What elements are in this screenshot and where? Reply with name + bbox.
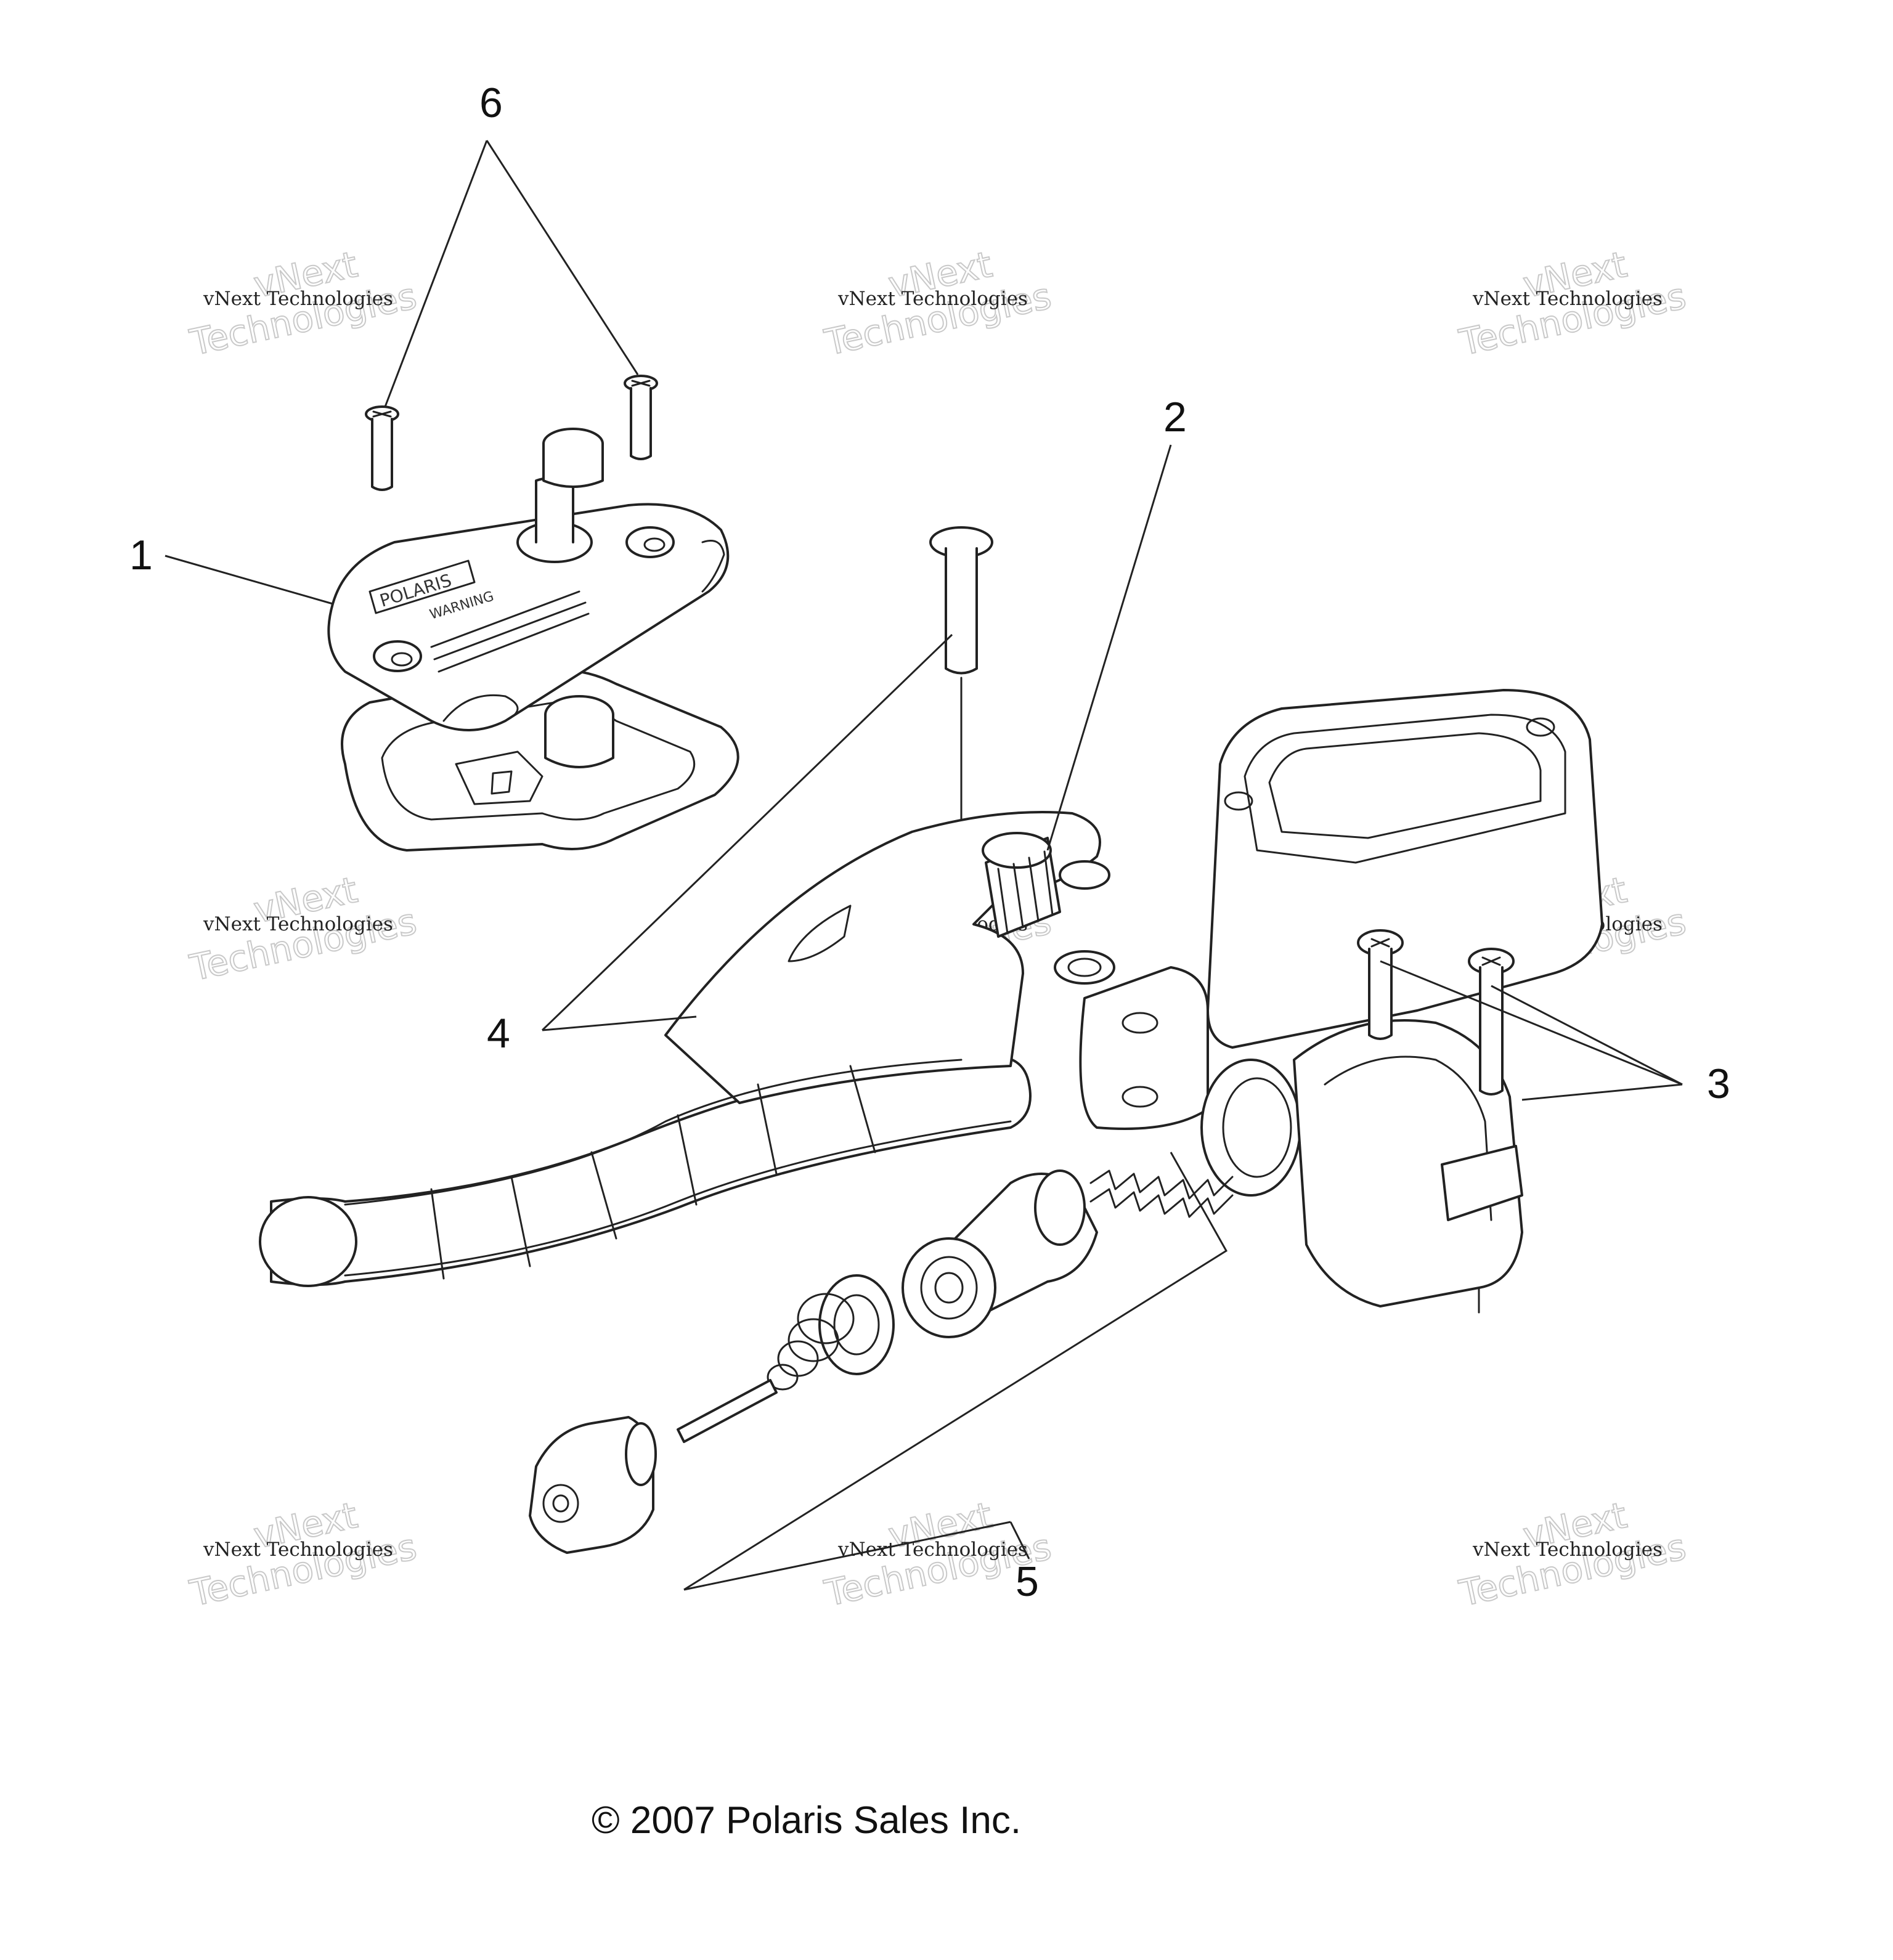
svg-text:vNext Technologies: vNext Technologies — [203, 913, 393, 935]
watermark: Technologies vNext vNext Technologies — [820, 243, 1056, 364]
callout-3: 3 — [1707, 1060, 1730, 1107]
brake-lever — [259, 811, 1115, 1287]
callout-4: 4 — [487, 1010, 510, 1057]
piston-kit — [529, 1169, 1234, 1554]
svg-text:vNext Technologies: vNext Technologies — [203, 288, 393, 310]
watermark: Technologies vNext vNext Technologies — [1455, 1494, 1690, 1615]
watermark: Technologies vNext vNext Technologies — [1455, 243, 1690, 364]
svg-text:vNext Technologies: vNext Technologies — [1472, 288, 1663, 310]
cap-screw-right — [624, 375, 658, 460]
watermark: Technologies vNext vNext Technologies — [185, 243, 421, 364]
callout-6: 6 — [479, 79, 503, 126]
pivot-pin — [929, 526, 993, 827]
reservoir-cap — [327, 503, 730, 731]
leader-lines — [165, 140, 1683, 1591]
copyright-notice: © 2007 Polaris Sales Inc. — [592, 1799, 1021, 1842]
watermark: Technologies vNext vNext Technologies — [185, 868, 421, 990]
adjuster-knob — [982, 832, 1061, 938]
callout-5: 5 — [1016, 1558, 1039, 1605]
master-cylinder-body — [1079, 689, 1603, 1314]
cap-screws — [365, 375, 658, 491]
svg-text:vNext Technologies: vNext Technologies — [837, 288, 1028, 310]
svg-text:vNext Technologies: vNext Technologies — [1472, 1539, 1663, 1561]
cap-screw-left — [365, 405, 399, 491]
reservoir-cap-assembly: POLARIS WARNING — [327, 428, 739, 852]
svg-text:vNext Technologies: vNext Technologies — [203, 1539, 393, 1561]
svg-text:vNext Technologies: vNext Technologies — [837, 1539, 1028, 1561]
handlebar-clamp — [1293, 1019, 1523, 1314]
callout-1: 1 — [129, 532, 153, 579]
clamp-screws — [1357, 929, 1515, 1096]
callout-2: 2 — [1163, 394, 1187, 441]
watermark: Technologies vNext vNext Technologies — [185, 1494, 421, 1615]
callouts: 6 1 2 3 4 5 — [129, 79, 1730, 1605]
